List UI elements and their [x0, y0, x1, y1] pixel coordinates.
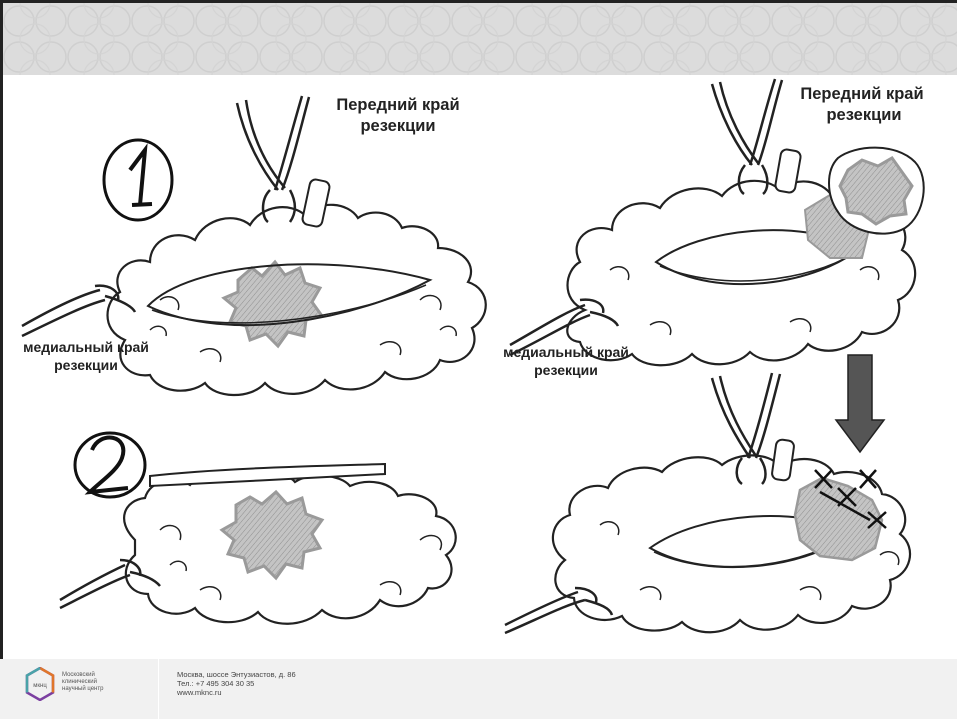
step-2-glyph — [90, 438, 128, 492]
label-medial-edge-1-line2: резекции — [54, 357, 118, 373]
label-front-edge-1-line2: резекции — [360, 117, 435, 135]
org-name-line3: научный центр — [62, 686, 103, 693]
step-1-circle — [104, 140, 172, 220]
footer-address: Москва, шоссе Энтузиастов, д. 86 — [177, 670, 296, 679]
label-front-edge-2-line2: резекции — [826, 106, 901, 124]
footer-phone: Тел.: +7 495 304 30 35 — [177, 679, 254, 688]
suture-ties-front — [237, 96, 309, 222]
footer: мкнц Московский клинический научный цент… — [0, 659, 957, 719]
label-medial-edge-2-line1: медиальный край — [503, 344, 629, 360]
mknc-logo-icon: мкнц — [25, 667, 55, 701]
panel-2-specimen — [60, 433, 456, 624]
label-front-edge-1-line1: Передний край — [336, 96, 459, 114]
label-medial-edge-2-line2: резекции — [534, 362, 598, 378]
org-name-line1: Московский — [62, 672, 95, 679]
label-front-edge-2-line1: Передний край — [800, 85, 923, 103]
arrow-down-icon — [836, 355, 884, 452]
step-1-glyph — [130, 150, 152, 205]
logo-abbrev: мкнц — [33, 683, 47, 689]
footer-divider — [158, 659, 159, 719]
label-medial-edge-1-line1: медиальный край — [23, 339, 149, 355]
org-name-line2: клинический — [62, 679, 97, 686]
footer-website[interactable]: www.mknc.ru — [177, 688, 222, 697]
step-2-circle — [75, 433, 145, 497]
